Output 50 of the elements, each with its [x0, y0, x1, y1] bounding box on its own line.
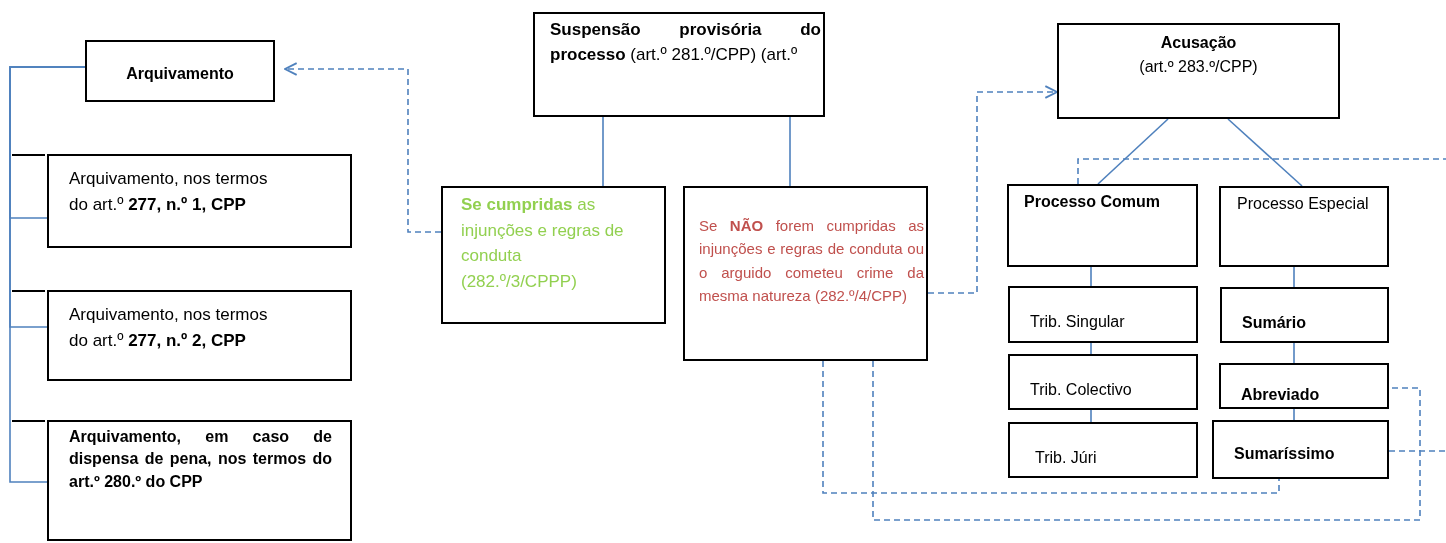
box-text: Arquivamento, nos termos do art.º 277, n.º 2, CPP — [69, 304, 269, 352]
box-text: Arquivamento, nos termos do art.º 277, n.º 1, CPP — [69, 168, 269, 216]
process-box — [1008, 286, 1198, 343]
box-text: (art.º 283.º/CPP) — [1138, 57, 1259, 77]
process-box — [1008, 422, 1198, 478]
arrow — [927, 85, 1058, 294]
box-text: Processo Comum — [1024, 192, 1162, 212]
connector-line — [1293, 266, 1295, 288]
connector-line — [1227, 118, 1303, 187]
box-text: Acusação — [1159, 33, 1238, 53]
connector-line — [9, 66, 86, 483]
box-text: Arquivamento, em caso de dispensa de pena, nos termos do art.º 280.º do CPP — [69, 427, 332, 492]
process-box — [441, 186, 666, 324]
box-text: Arquivamento — [125, 64, 235, 84]
box-text: Trib. Colectivo — [1030, 380, 1133, 400]
connector-line — [1090, 409, 1092, 423]
box-text: Se NÃO forem cumpridas as injunções e regras de conduta ou o arguido cometeu crime da mesma natureza (282.º/4/CPP) — [699, 216, 924, 306]
process-box — [47, 420, 352, 541]
box-text: Sumário — [1242, 313, 1307, 333]
process-box — [1219, 363, 1389, 409]
connector-line — [1090, 342, 1092, 355]
process-box — [47, 154, 352, 248]
process-box — [47, 290, 352, 381]
process-box — [1057, 23, 1340, 119]
box-text: Se cumpridas as injunções e regras de conduta (282.º/3/CPPP) — [461, 194, 624, 293]
box-text: Trib. Júri — [1035, 448, 1098, 468]
box-text: Trib. Singular — [1030, 312, 1126, 332]
process-box — [1008, 354, 1198, 410]
connector-line — [1097, 118, 1169, 185]
box-text: Sumaríssimo — [1234, 444, 1336, 464]
connector-line — [872, 360, 1421, 521]
connector-line — [1293, 408, 1295, 421]
connector-line — [822, 360, 1280, 494]
process-box — [1212, 420, 1389, 479]
connector-line — [1293, 342, 1295, 364]
arrow — [284, 62, 442, 233]
process-box — [1219, 186, 1389, 267]
box-text: Suspensão provisória do processo (art.º 281.º/CPP) (art.º — [550, 19, 821, 66]
process-box — [1220, 287, 1389, 343]
connector-line — [1090, 266, 1092, 287]
connector-line — [789, 116, 791, 187]
box-text: Abreviado — [1241, 385, 1321, 405]
connector-line — [1388, 450, 1446, 452]
connector-line — [1077, 158, 1446, 185]
process-box — [1007, 184, 1198, 267]
box-text: Processo Especial — [1237, 194, 1370, 214]
process-box — [683, 186, 928, 361]
process-box — [533, 12, 825, 117]
process-box — [85, 40, 275, 102]
connector-line — [602, 116, 604, 187]
